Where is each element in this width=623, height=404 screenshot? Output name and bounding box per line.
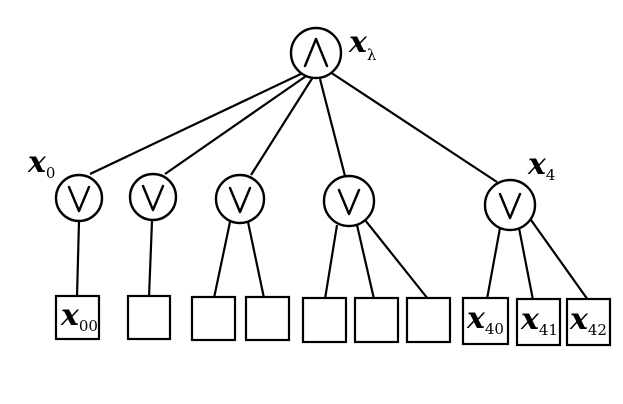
edge-gate-4-to-leaf-0 xyxy=(485,227,502,300)
leaf-1-0 xyxy=(126,294,172,341)
gate-4-label: x4 xyxy=(527,147,555,184)
svg-text:x00: x00 xyxy=(60,298,98,335)
leaf-4-0: x40 xyxy=(461,296,510,346)
leaf-2-0 xyxy=(190,295,237,342)
edge-gate-3-to-leaf-2 xyxy=(364,219,429,300)
edge-gate-3-to-leaf-0 xyxy=(323,224,339,300)
leaf-0-0: x00 xyxy=(54,294,101,341)
leaf-3-2 xyxy=(405,296,452,344)
and-symbol-icon xyxy=(303,37,329,68)
gate-0-label: x0 xyxy=(27,145,55,182)
edge-root-to-gate-3 xyxy=(318,78,347,177)
or-symbol-icon xyxy=(498,192,522,220)
or-gate-0 xyxy=(54,173,104,223)
leaf-3-0 xyxy=(301,296,348,344)
edge-gate-3-to-leaf-1 xyxy=(355,224,376,300)
edge-root-to-gate-0 xyxy=(89,71,306,175)
edge-gate-4-to-leaf-2 xyxy=(530,219,589,301)
or-symbol-icon xyxy=(337,188,361,216)
edge-gate-2-to-leaf-1 xyxy=(246,221,266,299)
edge-root-to-gate-1 xyxy=(164,73,310,175)
edge-root-to-gate-4 xyxy=(329,71,498,183)
edge-gate-4-to-leaf-1 xyxy=(517,227,535,301)
or-symbol-icon xyxy=(67,185,91,213)
svg-text:x41: x41 xyxy=(520,302,558,339)
svg-text:x42: x42 xyxy=(569,302,607,339)
or-gate-4 xyxy=(483,178,537,232)
root-label: xλ xyxy=(348,25,377,64)
edge-gate-2-to-leaf-0 xyxy=(212,221,232,299)
svg-text:x40: x40 xyxy=(466,301,504,338)
root-and-gate xyxy=(289,26,343,80)
leaf-4-1: x41 xyxy=(515,297,562,347)
edge-root-to-gate-2 xyxy=(250,76,314,176)
edge-gate-0-to-leaf-0 xyxy=(75,220,81,298)
or-symbol-icon xyxy=(228,186,252,214)
or-gate-1 xyxy=(128,172,178,222)
leaf-3-1 xyxy=(353,296,400,344)
or-gate-2 xyxy=(214,173,266,225)
or-symbol-icon xyxy=(141,184,165,212)
leaf-2-1 xyxy=(244,295,291,342)
edge-gate-1-to-leaf-0 xyxy=(147,220,154,298)
leaf-4-2: x42 xyxy=(565,297,612,347)
or-gate-3 xyxy=(322,174,376,228)
